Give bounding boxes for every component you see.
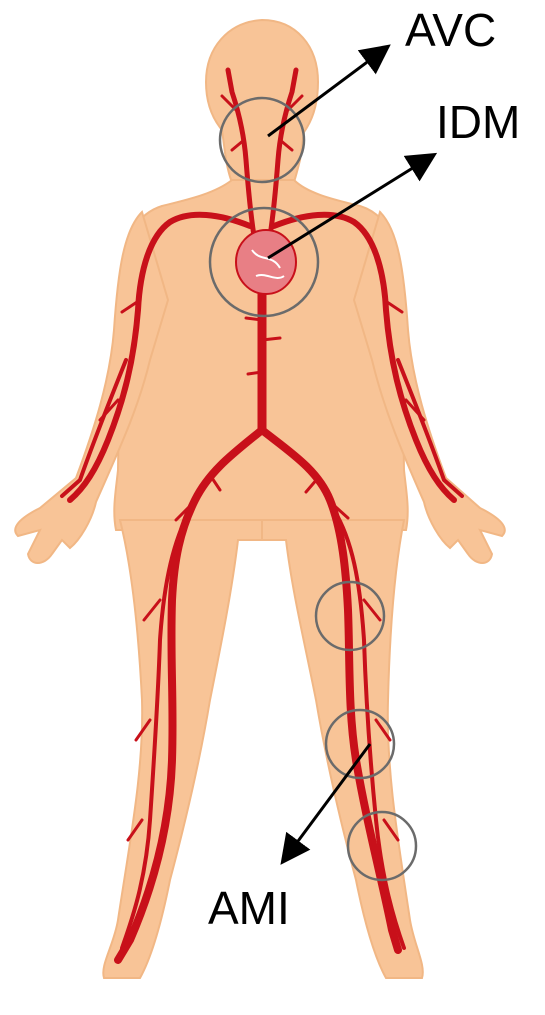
heart <box>236 230 296 294</box>
heart-shape <box>236 230 296 294</box>
label-avc: AVC <box>405 4 496 56</box>
label-idm: IDM <box>436 96 520 148</box>
label-ami: AMI <box>208 882 290 934</box>
body-silhouette <box>15 20 505 978</box>
